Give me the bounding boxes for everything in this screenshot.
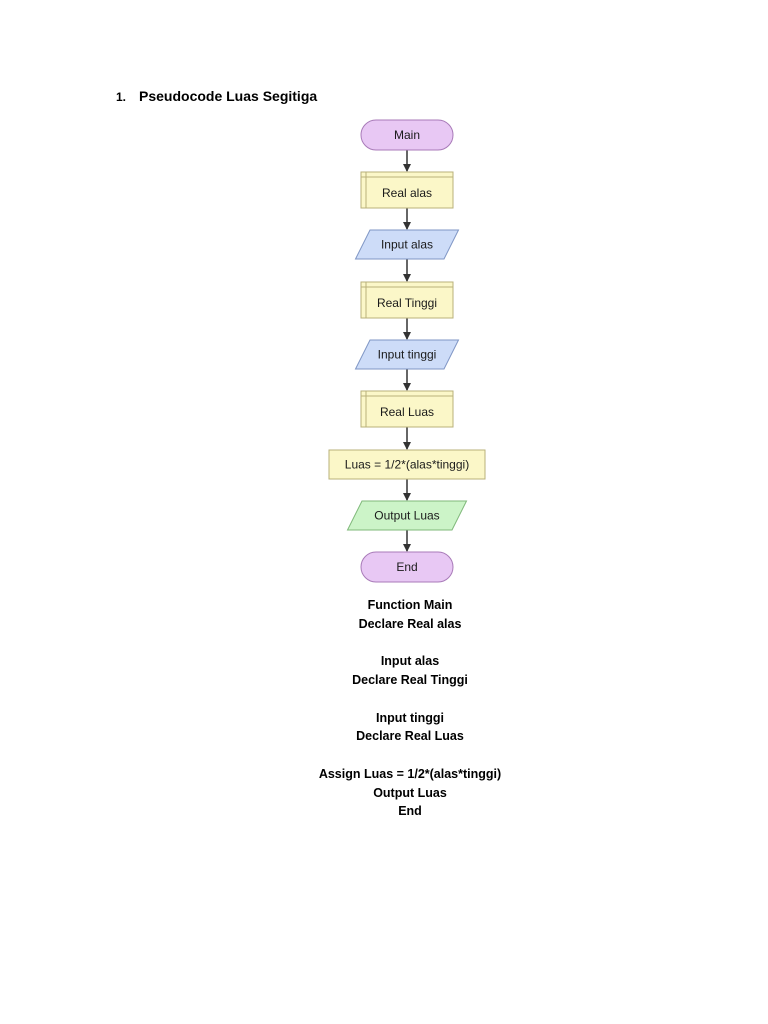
terminal-shape <box>360 551 454 583</box>
io-parallelogram-shape <box>354 339 460 370</box>
pseudocode-line-assign-luas: Assign Luas = 1/2*(alas*tinggi) <box>318 766 502 781</box>
flowchart-node-assign-luas: Luas = 1/2*(alas*tinggi) <box>328 449 486 480</box>
flowchart-node-label: Input tinggi <box>378 348 437 362</box>
pseudocode-block: Function Main Declare Real alas Input al… <box>0 596 768 821</box>
heading-number: 1. <box>116 90 127 104</box>
pseudocode-line-declare-luas: Declare Real Luas <box>356 729 464 744</box>
flowchart-node-end: End <box>360 551 454 583</box>
pseudocode-line-input-tinggi: Input tinggi <box>375 710 445 725</box>
flowchart-node-declare-tinggi: Real Tinggi <box>360 281 454 319</box>
declare-shape <box>360 390 454 428</box>
flowchart-node-output-luas: Output Luas <box>346 500 468 531</box>
flowchart-node-label: Main <box>394 128 420 142</box>
io-parallelogram-shape <box>354 229 460 260</box>
pseudocode-blank-line <box>0 690 768 709</box>
terminal-shape <box>360 119 454 151</box>
flowchart-node-label: Input alas <box>381 238 433 252</box>
flowchart-node-label: Real alas <box>382 186 432 200</box>
pseudocode-line-output-luas: Output Luas <box>373 785 447 800</box>
flowchart-node-label: Real Tinggi <box>377 296 437 310</box>
flowchart-node-label: Output Luas <box>374 509 439 523</box>
flowchart-node-main: Main <box>360 119 454 151</box>
flowchart-node-label: Luas = 1/2*(alas*tinggi) <box>345 458 469 472</box>
flowchart-node-declare-luas: Real Luas <box>360 390 454 428</box>
declare-shape <box>360 281 454 319</box>
flowchart-node-label: End <box>396 560 417 574</box>
flowchart-node-declare-alas: Real alas <box>360 171 454 209</box>
flowchart-node-input-alas: Input alas <box>354 229 460 260</box>
process-shape <box>328 449 486 480</box>
flowchart-node-label: Real Luas <box>380 405 434 419</box>
io-parallelogram-shape <box>346 500 468 531</box>
pseudocode-line-input-alas: Input alas <box>380 654 440 669</box>
pseudocode-blank-line <box>0 746 768 765</box>
pseudocode-blank-line <box>0 634 768 653</box>
pseudocode-line-declare-alas: Declare Real alas <box>358 616 462 631</box>
flowchart-node-input-tinggi: Input tinggi <box>354 339 460 370</box>
declare-shape <box>360 171 454 209</box>
pseudocode-line-function-main: Function Main <box>367 598 453 612</box>
document-heading: 1. Pseudocode Luas Segitiga <box>116 86 317 107</box>
pseudocode-line-end: End <box>398 804 422 819</box>
heading-title: Pseudocode Luas Segitiga <box>139 88 318 104</box>
pseudocode-line-declare-tinggi: Declare Real Tinggi <box>352 673 468 687</box>
